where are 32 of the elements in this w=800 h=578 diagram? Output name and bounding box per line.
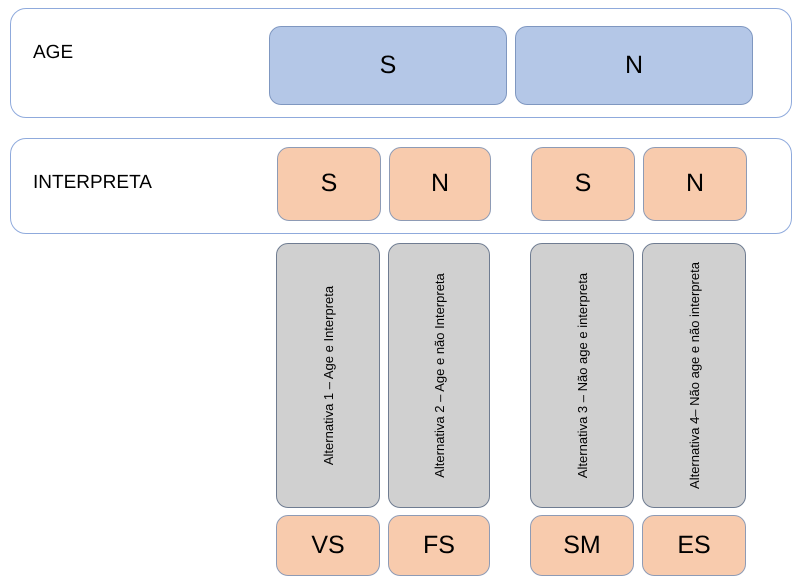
option-box bbox=[642, 515, 746, 576]
alternative-box bbox=[530, 243, 634, 508]
option-box bbox=[515, 26, 753, 105]
option-label: ES bbox=[677, 530, 711, 561]
option-box bbox=[276, 515, 380, 576]
row-label: INTERPRETA bbox=[33, 171, 152, 195]
option-label: N bbox=[430, 168, 450, 200]
option-box bbox=[269, 26, 507, 105]
option-label: S bbox=[380, 50, 396, 81]
alternative-text: Alternativa 3 – Não age e interpreta bbox=[574, 272, 590, 480]
alternative-box bbox=[642, 243, 746, 508]
row-band bbox=[10, 8, 792, 118]
alternative-box bbox=[388, 243, 490, 508]
option-label: SM bbox=[563, 530, 601, 561]
row-band bbox=[10, 138, 792, 234]
option-label: VS bbox=[311, 530, 345, 561]
option-box bbox=[388, 515, 490, 576]
option-box bbox=[277, 147, 381, 221]
option-box bbox=[531, 147, 635, 221]
alternative-box bbox=[276, 243, 380, 508]
alternative-text: Alternativa 1 – Age e Interpreta bbox=[320, 284, 336, 468]
option-box bbox=[643, 147, 747, 221]
alternative-text: Alternativa 4– Não age e não interpreta bbox=[686, 261, 702, 491]
option-label: S bbox=[574, 168, 592, 200]
option-label: N bbox=[624, 50, 644, 81]
option-label: S bbox=[320, 168, 338, 200]
option-label: N bbox=[686, 168, 704, 200]
option-box bbox=[389, 147, 491, 221]
option-box bbox=[530, 515, 634, 576]
alternative-text: Alternativa 2 – Age e não Interpreta bbox=[430, 272, 448, 480]
option-label: FS bbox=[423, 530, 455, 561]
row-label: AGE bbox=[33, 41, 74, 65]
